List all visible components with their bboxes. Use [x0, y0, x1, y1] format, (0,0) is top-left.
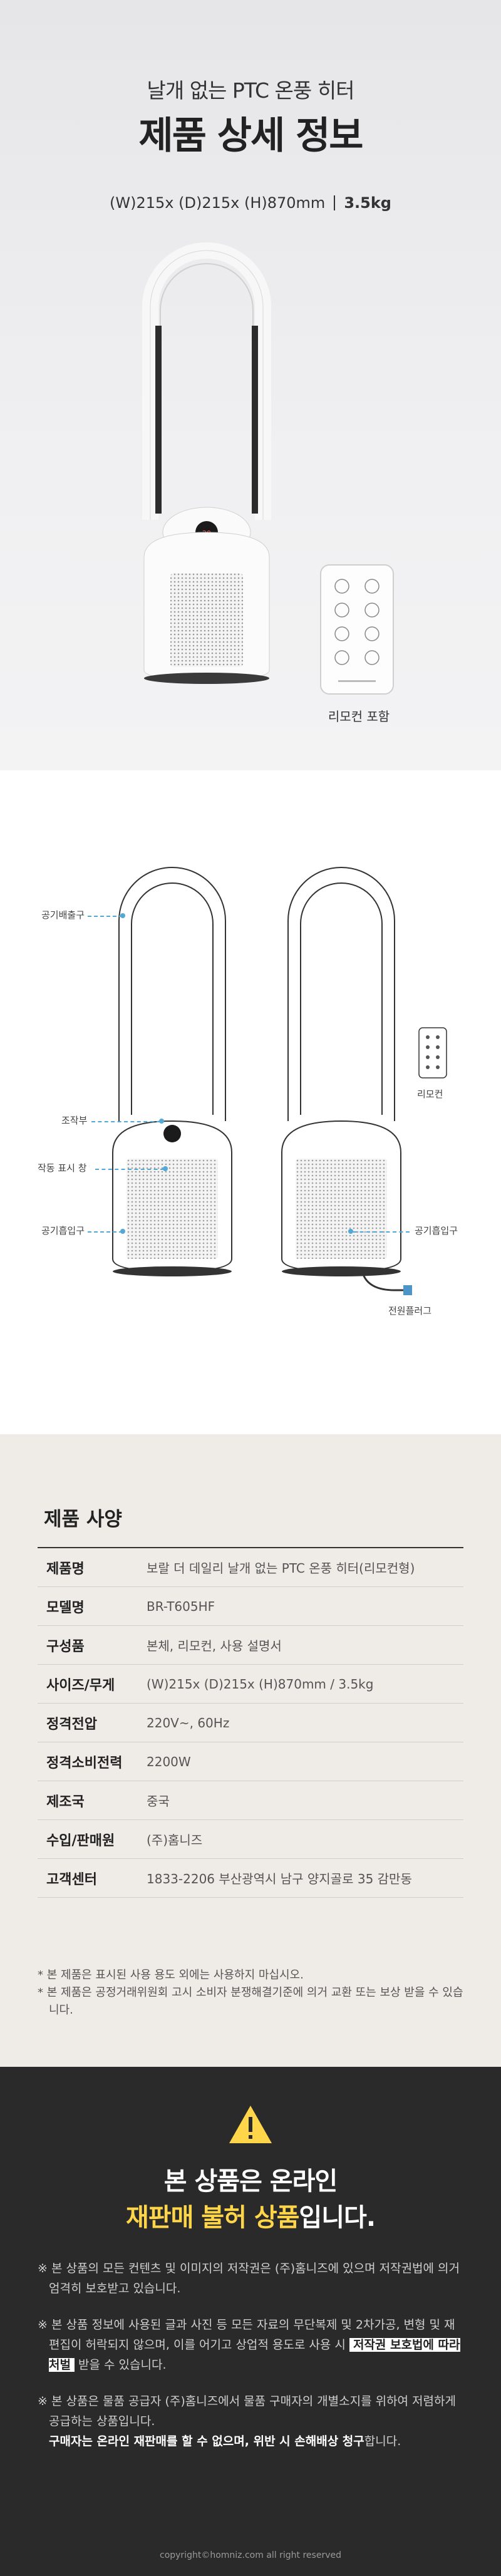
spec-section: 제품 사양 제품명 보랄 더 데일리 날개 없는 PTC 온풍 히터(리모컨형) 모…: [0, 1434, 501, 2067]
spec-value: (W)215x (D)215x (H)870mm / 3.5kg: [147, 1676, 374, 1692]
spec-notes: * 본 제품은 표시된 사용 용도 외에는 사용하지 마십시오. * 본 제품은…: [38, 1967, 463, 2019]
warning-paragraph-2: ※ 본 상품 정보에 사용된 글과 사진 등 모든 자료의 무단복제 및 2차가…: [38, 2315, 463, 2375]
spec-row: 정격전압 220V~, 60Hz: [38, 1704, 463, 1742]
product-subtitle: 날개 없는 PTC 온풍 히터: [147, 78, 354, 103]
spec-value: 1833-2206 부산광역시 남구 양지골로 35 감만동: [147, 1871, 412, 1886]
dimension-text: (W)215x (D)215x (H)870mm: [110, 194, 326, 212]
callout-dot: [159, 1119, 164, 1124]
spec-row: 사이즈/무게 (W)215x (D)215x (H)870mm / 3.5kg: [38, 1665, 463, 1704]
spec-key: 제조국: [46, 1794, 85, 1810]
weight-text: 3.5kg: [344, 194, 391, 212]
warning-paragraph-1: ※ 본 상품의 모든 컨텐츠 및 이미지의 저작권은 (주)홈니즈에 있으며 저…: [38, 2262, 460, 2295]
spec-value: 본체, 리모컨, 사용 설명서: [147, 1638, 282, 1653]
warning-icon: [229, 2106, 272, 2143]
callout-air-inlet-left: 공기흡입구: [41, 1225, 85, 1236]
callout-dot: [120, 1229, 125, 1234]
warning-text: ※ 본 상품은 물품 공급자 (주)홈니즈에서 물품 구매자의 개별소지를 위하…: [38, 2394, 456, 2428]
heater-front-diagram: [112, 867, 232, 1276]
warning-text: 합니다.: [364, 2434, 401, 2448]
spec-key: 고객센터: [46, 1871, 97, 1888]
spec-key: 수입/판매원: [46, 1833, 115, 1849]
warning-body: ※ 본 상품의 모든 컨텐츠 및 이미지의 저작권은 (주)홈니즈에 있으며 저…: [38, 2258, 463, 2468]
remote-control-image: [320, 564, 394, 695]
spec-row: 모델명 BR-T605HF: [38, 1587, 463, 1626]
warning-highlight: 재판매 불허 상품: [125, 2203, 299, 2232]
spec-row: 고객센터 1833-2206 부산광역시 남구 양지골로 35 감만동: [38, 1859, 463, 1898]
callout-air-inlet-right: 공기흡입구: [415, 1225, 458, 1236]
spec-value: 220V~, 60Hz: [147, 1715, 230, 1730]
callout-line: [353, 1231, 410, 1233]
spec-key: 모델명: [46, 1600, 85, 1616]
callout-control: 조작부: [61, 1115, 88, 1126]
parts-diagram-section: 공기배출구 조작부 작동 표시 창 공기흡입구 공기흡입구 리모컨 전원플러그: [0, 770, 501, 1434]
remote-included-label: 리모컨 포함: [328, 709, 390, 724]
callout-remote: 리모컨: [417, 1089, 443, 1100]
warning-heading-1: 본 상품은 온라인: [163, 2167, 338, 2196]
spec-value: 2200W: [147, 1754, 191, 1769]
spec-row: 제조국 중국: [38, 1781, 463, 1820]
spec-value: (주)홈니즈: [147, 1833, 203, 1848]
dimension-info: (W)215x (D)215x (H)870mm 3.5kg: [0, 194, 501, 212]
warning-heading-rest: 입니다.: [299, 2203, 376, 2232]
callout-line: [91, 1121, 160, 1122]
spec-value: 중국: [147, 1794, 170, 1809]
resale-warning-section: 본 상품은 온라인 재판매 불허 상품입니다. ※ 본 상품의 모든 컨텐츠 및…: [0, 2067, 501, 2576]
callout-line: [95, 1169, 164, 1170]
hero-section: 날개 없는 PTC 온풍 히터 제품 상세 정보 (W)215x (D)215x…: [0, 0, 501, 770]
callout-display: 작동 표시 창: [38, 1162, 87, 1174]
callout-power-plug: 전원플러그: [388, 1305, 432, 1316]
spec-table: 제품명 보랄 더 데일리 날개 없는 PTC 온풍 히터(리모컨형) 모델명 BR-T…: [38, 1547, 463, 1898]
callout-dot: [120, 913, 125, 918]
heater-product-image: 20: [142, 242, 271, 684]
spec-key: 정격소비전력: [46, 1755, 123, 1771]
warning-heading-2: 재판매 불허 상품입니다.: [0, 2197, 501, 2233]
warning-text: ※ 본 상품 정보에 사용된 글과 사진 등 모든 자료의 무단복제 및 2차가…: [38, 2318, 455, 2352]
spec-value: 보랄 더 데일리 날개 없는 PTC 온풍 히터(리모컨형): [147, 1561, 415, 1576]
callout-dot: [348, 1229, 353, 1234]
spec-title: 제품 사양: [44, 1508, 122, 1531]
spec-key: 구성품: [46, 1638, 85, 1655]
spec-key: 제품명: [46, 1561, 85, 1577]
spec-row: 제품명 보랄 더 데일리 날개 없는 PTC 온풍 히터(리모컨형): [38, 1548, 463, 1587]
warning-text: 받을 수 있습니다.: [78, 2358, 167, 2372]
page-title: 제품 상세 정보: [138, 114, 364, 158]
spec-value: BR-T605HF: [147, 1598, 215, 1614]
spec-row: 정격소비전력 2200W: [38, 1742, 463, 1781]
spec-key: 사이즈/무게: [46, 1677, 115, 1694]
callout-dot: [163, 1166, 168, 1171]
spec-row: 수입/판매원 (주)홈니즈: [38, 1820, 463, 1859]
dimension-separator: [334, 195, 336, 210]
heater-back-diagram: [281, 867, 412, 1295]
callout-air-outlet: 공기배출구: [41, 909, 85, 921]
spec-row: 구성품 본체, 리모컨, 사용 설명서: [38, 1626, 463, 1665]
remote-diagram: [418, 1027, 447, 1079]
callout-line: [88, 916, 123, 917]
copyright-text: copyright©homniz.com all right reserved: [160, 2550, 341, 2560]
spec-key: 정격전압: [46, 1716, 97, 1732]
warning-paragraph-3: ※ 본 상품은 물품 공급자 (주)홈니즈에서 물품 구매자의 개별소지를 위하…: [38, 2391, 463, 2451]
callout-line: [88, 1231, 123, 1233]
spec-note: * 본 제품은 공정거래위원회 고시 소비자 분쟁해결기준에 의거 교환 또는 …: [38, 1986, 463, 2017]
spec-note: * 본 제품은 표시된 사용 용도 외에는 사용하지 마십시오.: [38, 1968, 304, 1982]
warning-strong-text: 구매자는 온라인 재판매를 할 수 없으며, 위반 시 손해배상 청구: [49, 2434, 364, 2448]
